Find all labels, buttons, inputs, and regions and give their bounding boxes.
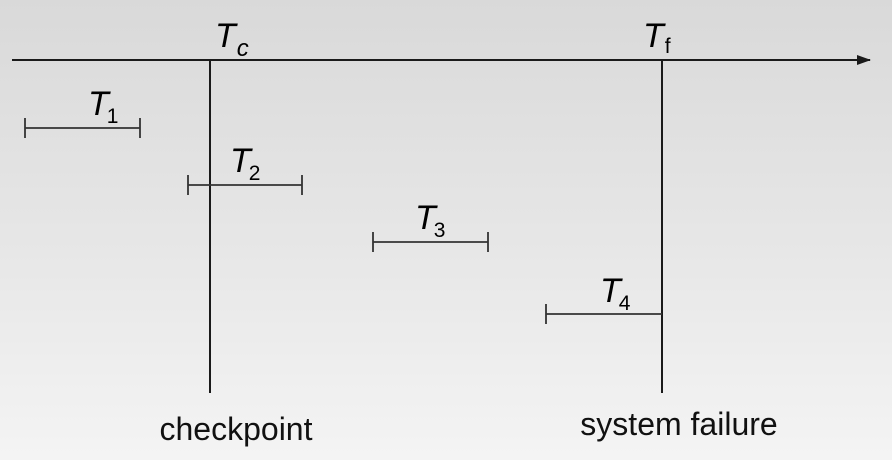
transaction-t4: T4	[545, 272, 662, 324]
transaction-t4-label: T4	[600, 272, 631, 315]
failure-time-label: Tf	[643, 17, 671, 58]
system-failure-caption: system failure	[580, 406, 777, 442]
transaction-t3: T3	[372, 199, 489, 252]
transaction-t2: T2	[187, 142, 303, 195]
checkpoint-caption: checkpoint	[160, 411, 313, 447]
checkpoint-time-label: Tc	[215, 17, 249, 62]
transaction-t1: T1	[24, 85, 141, 138]
transaction-t2-label: T2	[230, 142, 260, 185]
transaction-t1-label: T1	[88, 85, 118, 128]
transaction-t3-label: T3	[415, 199, 445, 242]
